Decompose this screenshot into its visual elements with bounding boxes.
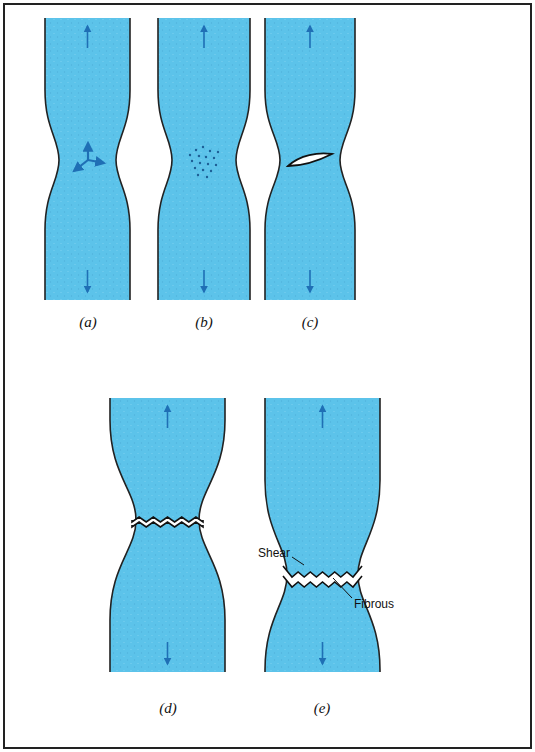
panel-label: (b) (195, 314, 213, 331)
tensile-specimen (108, 398, 227, 672)
leader-line (292, 557, 304, 565)
tensile-specimen (265, 18, 355, 300)
panel-label: (a) (79, 314, 97, 331)
frame-border (4, 4, 531, 748)
panel-label: (c) (302, 314, 319, 331)
panel-label: (e) (314, 700, 331, 717)
leader-line (333, 578, 352, 598)
callout-label: Fibrous (354, 597, 394, 611)
tensile-specimen (45, 18, 130, 300)
tensile-specimen (158, 18, 250, 300)
callout-label: Shear (258, 546, 290, 560)
panel-label: (d) (159, 700, 177, 717)
tensile-specimen (263, 398, 382, 672)
